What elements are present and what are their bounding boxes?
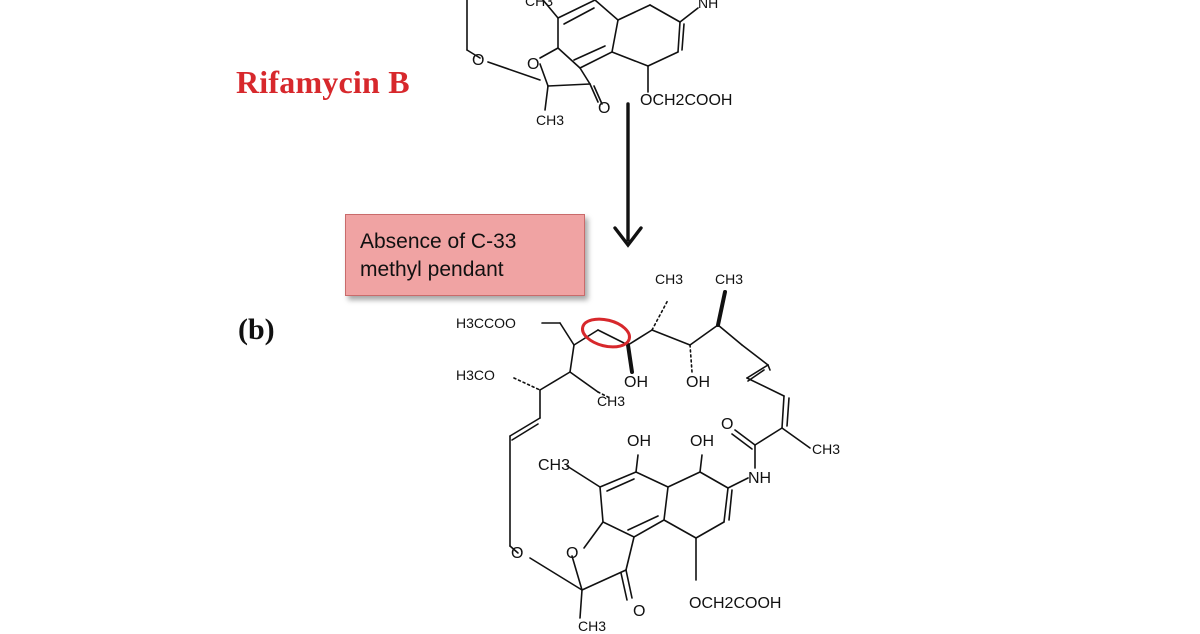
callout-line-1: Absence of C-33 xyxy=(360,230,517,253)
top-o-ring-label: O xyxy=(527,56,540,73)
och2cooh-label: OCH2COOH xyxy=(689,595,782,612)
top-ch3-label: CH3 xyxy=(525,0,554,9)
panel-label: (b) xyxy=(238,313,275,346)
nh-label: NH xyxy=(748,470,772,487)
furan-o-label: O xyxy=(566,545,579,562)
ch3-bottom-label: CH3 xyxy=(578,618,607,634)
c33-highlight-ellipse xyxy=(581,317,631,349)
reaction-arrow xyxy=(613,102,643,248)
top-ketone-o-label: O xyxy=(598,100,611,117)
h3co-label: H3CO xyxy=(456,367,495,383)
amide-o-label: O xyxy=(721,416,734,433)
oh-2-label: OH xyxy=(686,374,710,391)
top-o-left-label: O xyxy=(472,52,485,69)
analog-structure xyxy=(509,290,811,619)
compound-title: Rifamycin B xyxy=(236,64,410,100)
ring-o-label: O xyxy=(511,545,524,562)
ch3-ring-label: CH3 xyxy=(538,457,571,474)
ch3-a-label: CH3 xyxy=(655,271,684,287)
ch3-b-label: CH3 xyxy=(715,271,744,287)
top-och2cooh-label: OCH2COOH xyxy=(640,92,733,109)
top-ch3-bottom-label: CH3 xyxy=(536,112,565,128)
callout-line-2: methyl pendant xyxy=(360,258,504,281)
rifamycin-b-structure xyxy=(466,0,699,111)
ketone-o-label: O xyxy=(633,603,646,620)
oh-3-label: OH xyxy=(627,433,651,450)
ch3-side-label: CH3 xyxy=(812,441,841,457)
ch3-c-label: CH3 xyxy=(597,393,626,409)
oh-1-label: OH xyxy=(624,374,648,391)
h3ccoo-label: H3CCOO xyxy=(456,315,516,331)
top-nh-label: NH xyxy=(698,0,719,11)
callout-box: Absence of C-33 methyl pendant xyxy=(345,214,585,296)
oh-4-label: OH xyxy=(690,433,714,450)
